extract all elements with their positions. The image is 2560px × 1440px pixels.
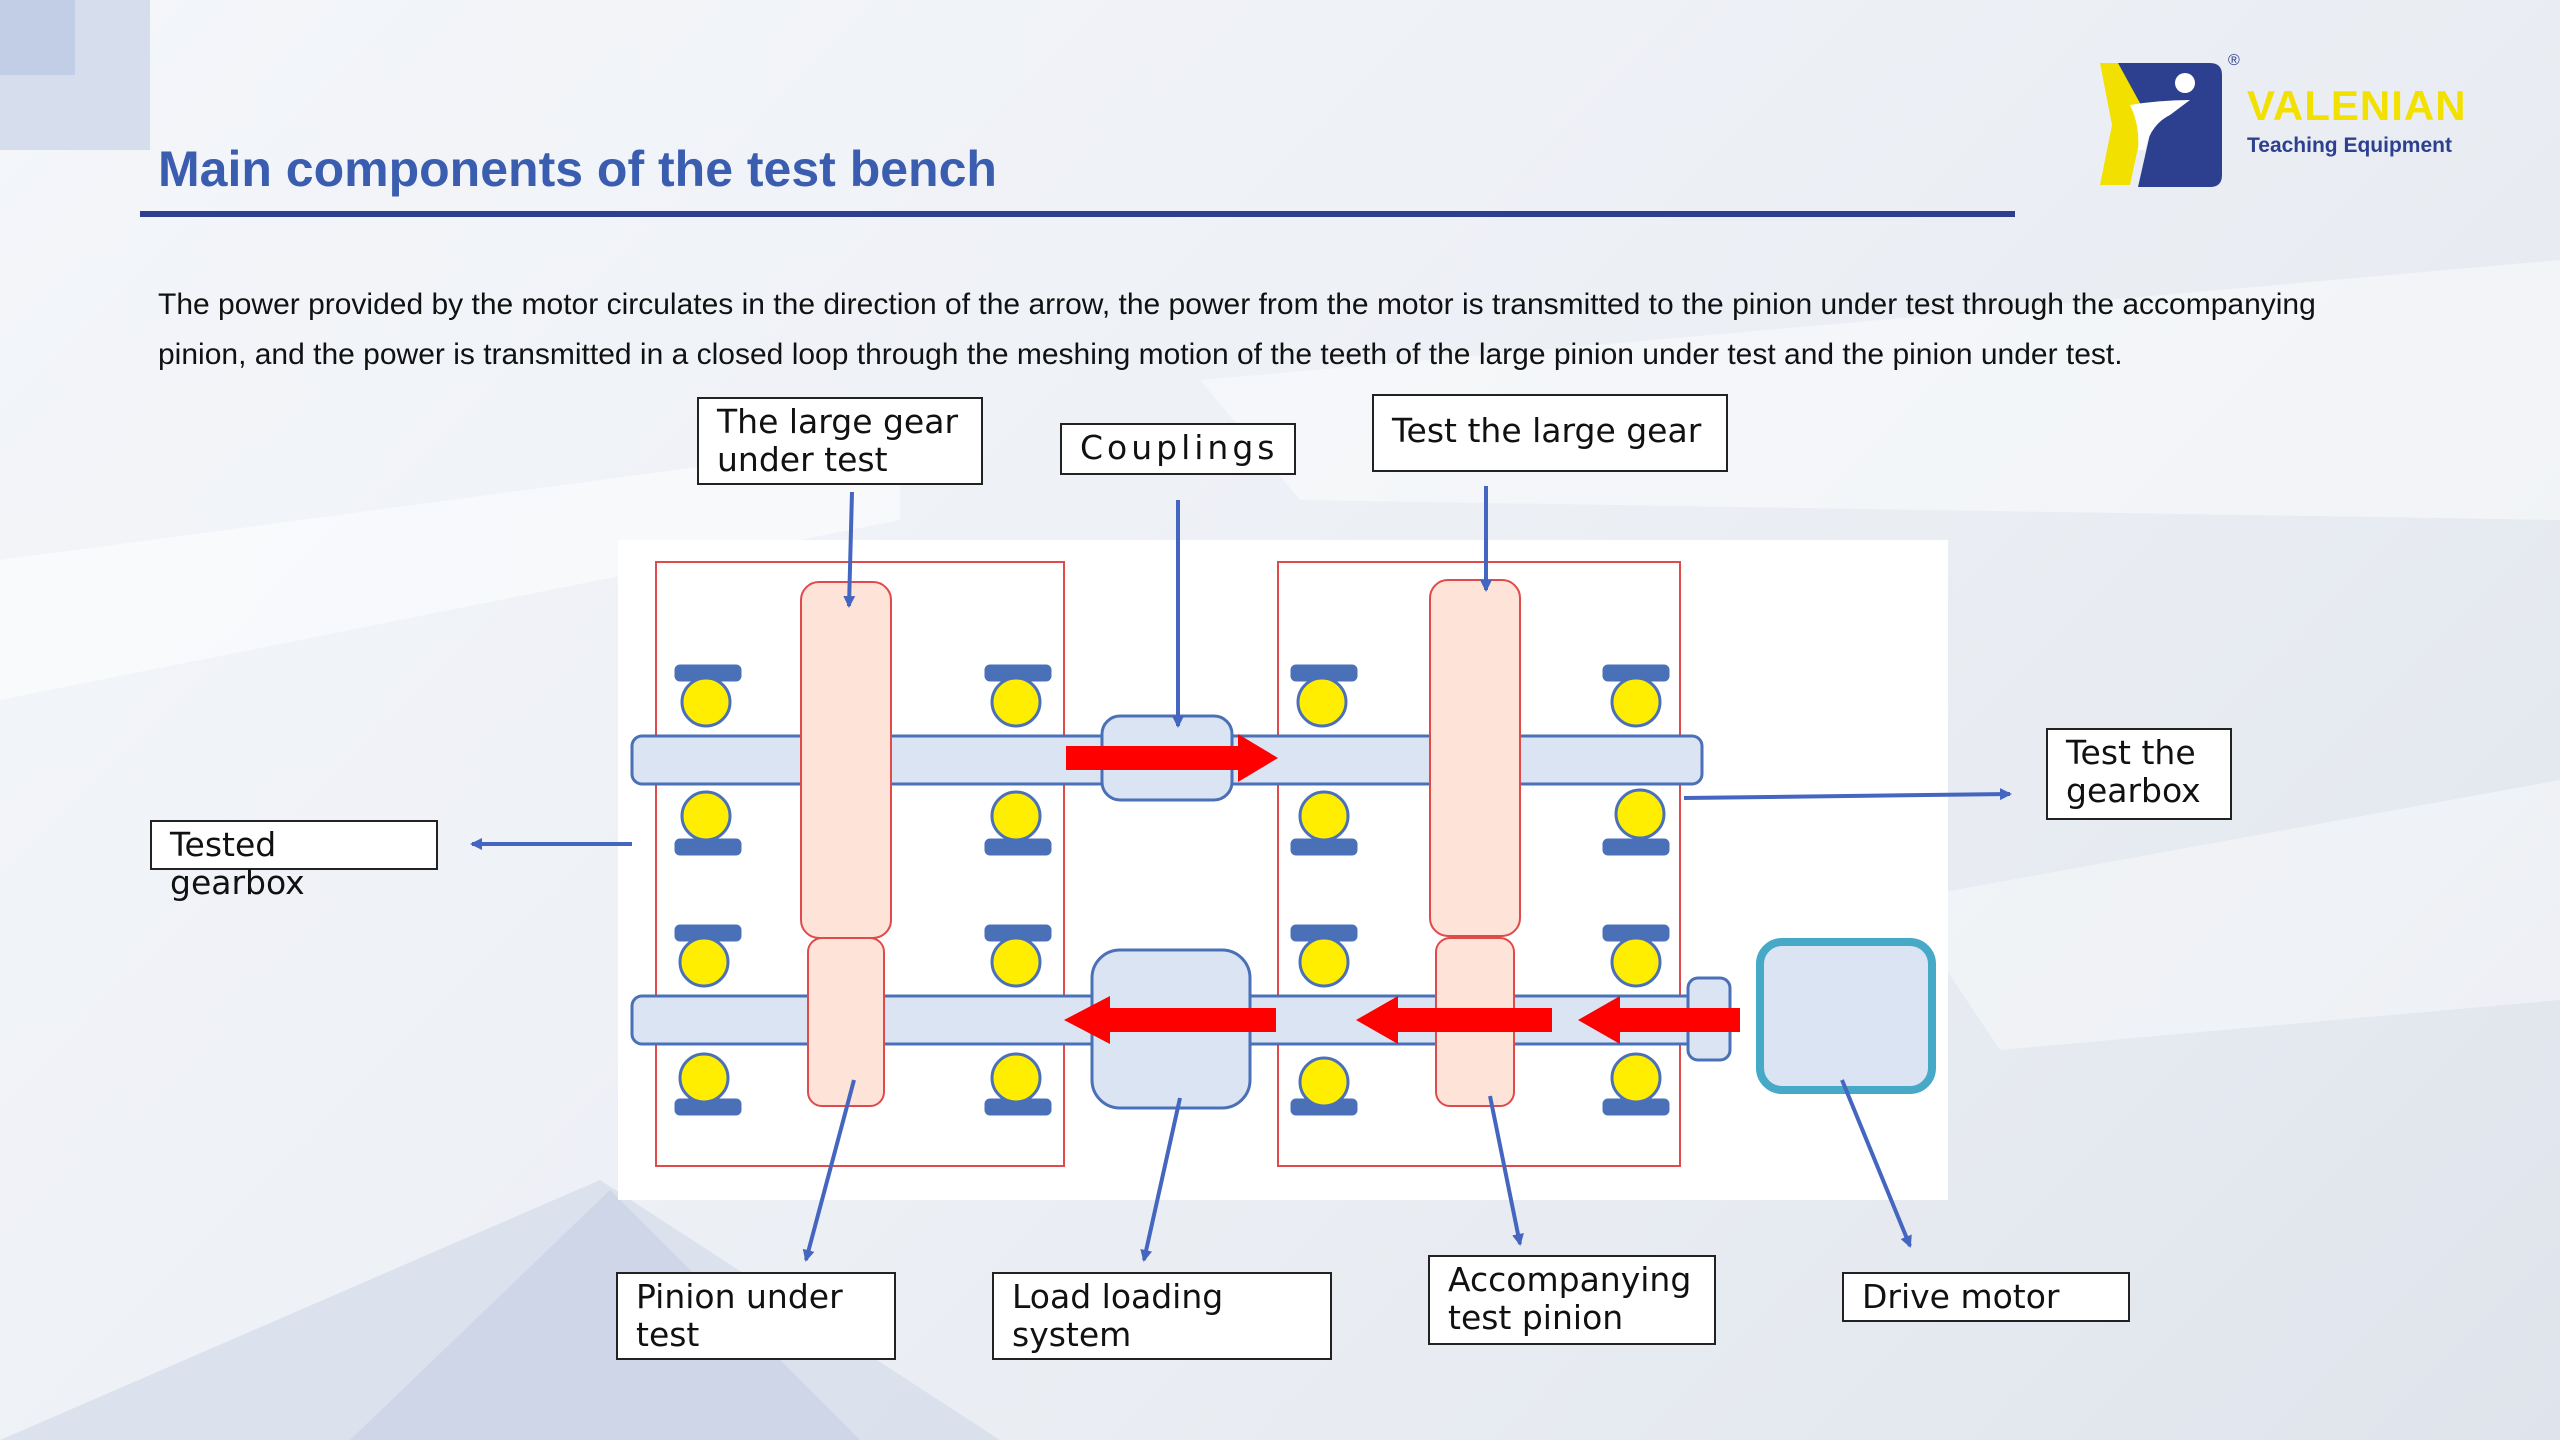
label-drive-motor: Drive motor xyxy=(1842,1272,2130,1322)
logo-tagline: Teaching Equipment xyxy=(2247,134,2452,157)
label-test-gearbox: Test the gearbox xyxy=(2046,728,2232,820)
logo-name: VALENIAN xyxy=(2247,82,2467,129)
label-couplings: Couplings xyxy=(1060,423,1296,475)
large-gear-under-test xyxy=(800,581,892,939)
valenian-logo-icon xyxy=(2100,63,2222,187)
page-title: Main components of the test bench xyxy=(158,141,997,197)
power-flow-arrows xyxy=(1064,734,1740,1044)
label-test-large-gear: Test the large gear xyxy=(1372,394,1728,472)
registered-mark: ® xyxy=(2228,52,2240,69)
label-accompanying-test-pinion: Accompanying test pinion xyxy=(1428,1255,1716,1345)
pinion-under-test xyxy=(807,937,885,1107)
test-gearbox-outline xyxy=(1277,561,1681,1167)
label-large-gear-under-test: The large gear under test xyxy=(697,397,983,485)
test-large-gear xyxy=(1429,579,1521,937)
label-load-loading-system: Load loading system xyxy=(992,1272,1332,1360)
bearings xyxy=(674,664,1670,1116)
drive-motor xyxy=(1756,938,1936,1094)
description-text: The power provided by the motor circulat… xyxy=(158,288,2316,371)
label-tested-gearbox: Tested gearbox xyxy=(150,820,438,902)
leader-arrows xyxy=(470,486,2012,1262)
title-underline xyxy=(140,211,2015,217)
tested-gearbox-outline xyxy=(655,561,1065,1167)
label-pinion-under-test: Pinion under test xyxy=(616,1272,896,1360)
